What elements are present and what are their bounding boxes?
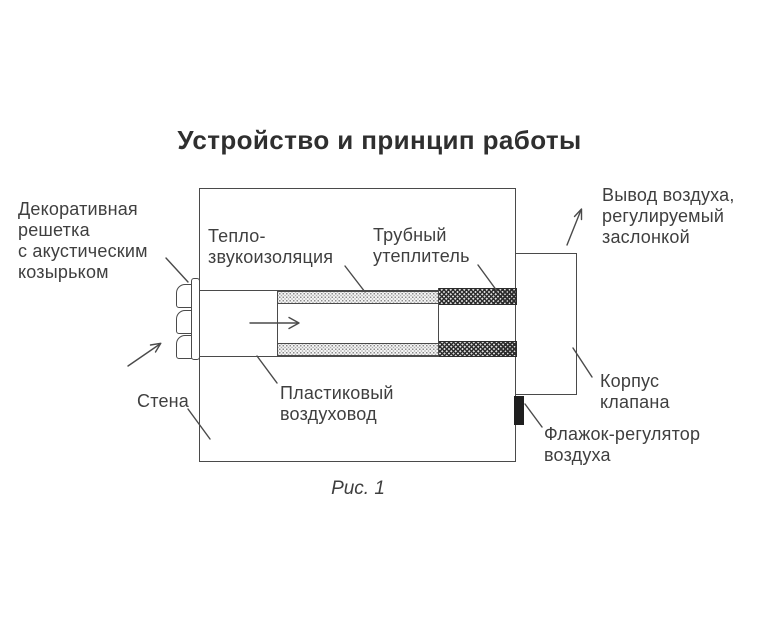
- label-air-outlet: Вывод воздуха, регулируемый заслонкой: [602, 185, 735, 247]
- wall-leader-line: [187, 408, 211, 440]
- label-wall: Стена: [137, 391, 190, 411]
- figure-caption: Рис. 1: [331, 478, 385, 499]
- pipe-insulation-leader-line: [477, 264, 498, 292]
- label-decorative-grille: Декоративная решетка с акустическим козы…: [18, 199, 148, 282]
- grille-flange: [191, 278, 200, 360]
- label-pipe-insulation: Трубный утеплитель: [373, 225, 470, 266]
- air-outlet-arrow: [566, 208, 583, 246]
- plastic-duct-leader-line: [256, 355, 278, 384]
- air-flag-leader-line: [524, 403, 543, 428]
- grille-leader-line: [165, 257, 189, 283]
- label-plastic-duct: Пластиковый воздуховод: [280, 383, 394, 424]
- insulation-joint-line: [438, 288, 439, 357]
- label-valve-body: Корпус клапана: [600, 371, 670, 412]
- label-air-flag-regulator: Флажок-регулятор воздуха: [544, 424, 701, 465]
- label-heat-sound-insulation: Тепло- звукоизоляция: [208, 226, 334, 267]
- pipe-insulation-strip-bottom: [438, 341, 517, 357]
- page-title: Устройство и принцип работы: [177, 125, 582, 155]
- air-flag-rect: [514, 396, 524, 425]
- heat-insulation-leader-line: [344, 265, 366, 293]
- valve-body-leader-line: [572, 347, 593, 378]
- air-flow-arrow: [249, 316, 300, 330]
- valve-body-rect: [515, 253, 577, 395]
- grille-arrow: [127, 342, 162, 367]
